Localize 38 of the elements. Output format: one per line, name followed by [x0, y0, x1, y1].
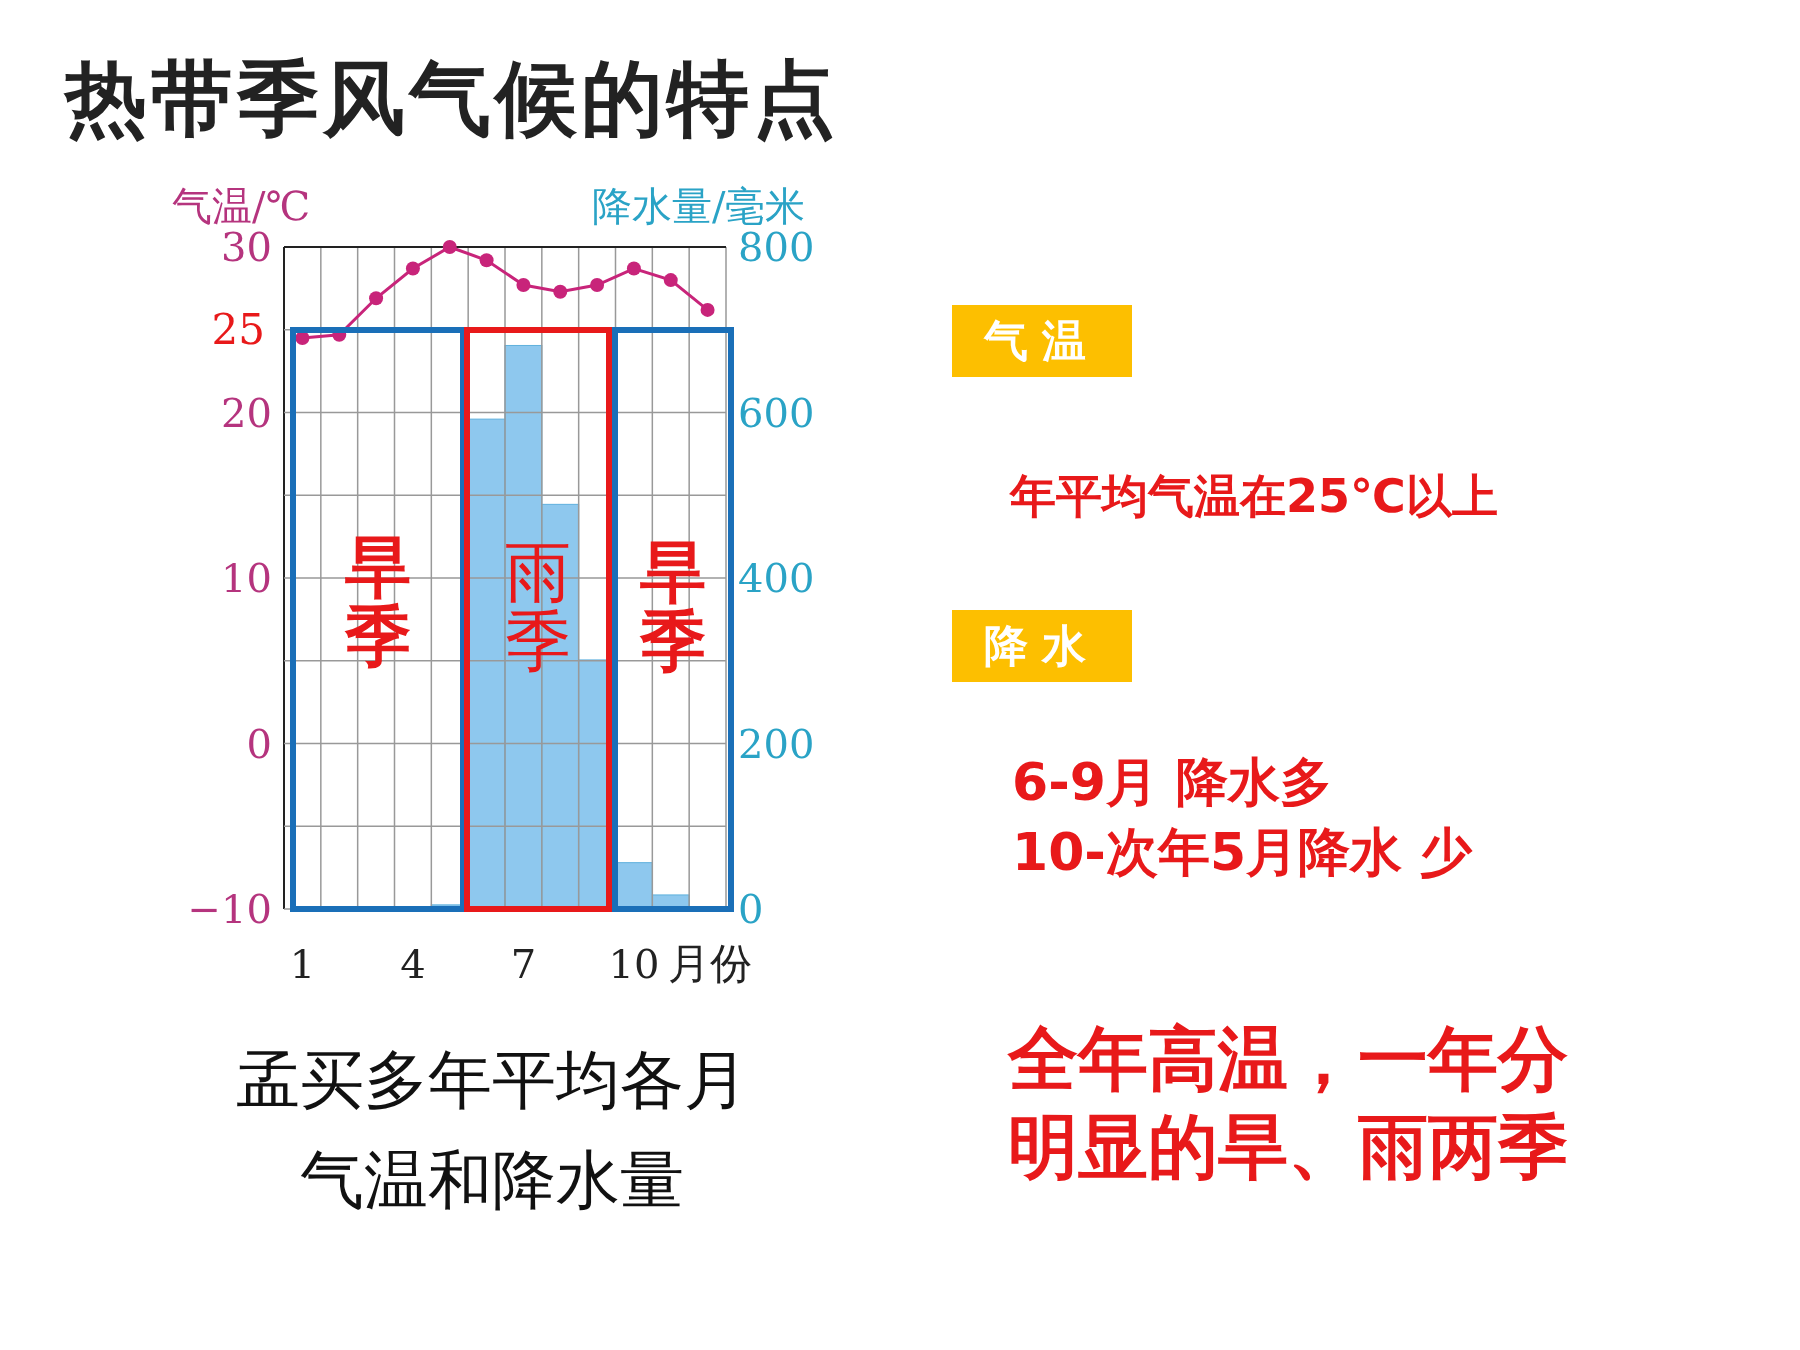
season-box: [290, 326, 466, 912]
tick-label: 1: [289, 941, 316, 987]
axis-title: 月份: [668, 939, 752, 988]
season-box: [612, 326, 734, 912]
tick-label: 0: [246, 720, 272, 767]
tick-label: 200: [738, 720, 815, 767]
point: [626, 261, 641, 276]
tick-label: 400: [738, 555, 815, 601]
tick-label: −10: [187, 886, 272, 932]
point: [405, 261, 420, 276]
tick-label: 20: [221, 389, 272, 436]
point: [663, 273, 678, 288]
season-label: 旱季: [640, 537, 706, 677]
note-text: 年平均气温在25℃以上: [1010, 468, 1499, 525]
point: [442, 240, 457, 254]
heading-tag: 降水: [952, 610, 1132, 682]
chart-caption: 孟买多年平均各月气温和降水量: [235, 1042, 749, 1219]
point: [369, 291, 384, 306]
point: [479, 253, 494, 268]
point: [700, 302, 715, 317]
tick-label: 10: [608, 941, 660, 987]
point: [516, 278, 531, 293]
conclusion-text: 全年高温，一年分明显的旱、雨两季: [1008, 1017, 1568, 1190]
tick-label: 600: [738, 389, 815, 436]
point: [553, 284, 568, 299]
point: [590, 278, 605, 293]
heading-tag: 气温: [952, 305, 1132, 377]
title: 热带季风气候的特点: [65, 50, 839, 148]
tick-label: 25: [211, 304, 265, 354]
tick-label: 0: [738, 886, 764, 932]
tick-label: 10: [221, 555, 272, 601]
note-text: 10-次年5月降水 少: [1012, 821, 1474, 884]
tick-label: 4: [400, 941, 426, 987]
season-box: [464, 326, 612, 912]
season-label: 雨季: [505, 537, 571, 677]
tick-label: 7: [510, 941, 537, 987]
note-text: 6-9月 降水多: [1012, 751, 1334, 814]
season-label: 旱季: [345, 532, 411, 672]
